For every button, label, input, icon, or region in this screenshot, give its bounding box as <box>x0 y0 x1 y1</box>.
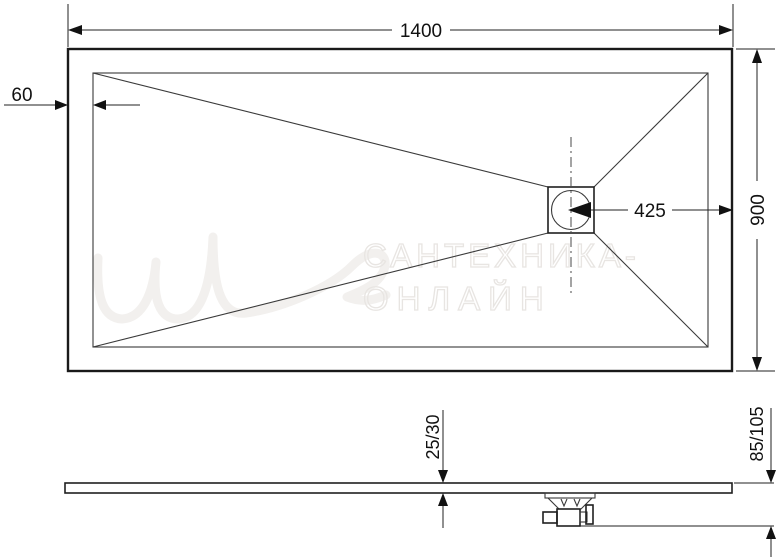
slope-line-bottom-right <box>593 232 709 348</box>
watermark-text-line2: ОНЛАЙН <box>363 280 552 317</box>
slope-line-top-left <box>92 72 549 188</box>
arrowhead-drain-center <box>568 202 591 218</box>
arrowhead-down <box>752 357 762 371</box>
arrowhead-right <box>719 25 733 35</box>
dimension-25-30-label: 25/30 <box>423 414 443 459</box>
dimension-425-label: 425 <box>634 201 666 222</box>
slope-line-bottom-left <box>92 232 549 348</box>
siphon-body <box>556 508 581 527</box>
arrowhead-edge <box>719 205 733 215</box>
siphon-outlet-pipe <box>579 511 588 523</box>
watermark: САНТЕХНИКА- ОНЛАЙН <box>93 232 637 324</box>
dimension-60: 60 <box>4 85 140 110</box>
dimension-60-label: 60 <box>11 85 32 106</box>
arrowhead-up <box>438 493 448 506</box>
drain-funnel-rib-left <box>560 498 568 508</box>
dimension-1400: 1400 <box>67 4 734 47</box>
watermark-script-logo <box>93 232 391 324</box>
siphon-left-nub <box>542 511 558 524</box>
arrowhead-right-pointing <box>55 100 68 110</box>
dimension-25-30: 25/30 <box>423 410 448 528</box>
drain-funnel <box>546 497 594 510</box>
arrowhead-left-pointing <box>93 100 106 110</box>
tray-outer-outline <box>66 47 734 373</box>
dimension-85-105: 85/105 <box>747 406 776 557</box>
arrowhead-left <box>68 25 82 35</box>
dimension-900: 900 <box>736 48 775 372</box>
slope-line-top-right <box>593 72 709 188</box>
siphon-outlet-flange <box>585 504 594 525</box>
drain-funnel-rib-right <box>573 498 581 508</box>
dimension-900-label: 900 <box>748 194 769 226</box>
dimension-1400-label: 1400 <box>400 21 442 42</box>
side-view <box>64 482 774 527</box>
dimension-85-105-label: 85/105 <box>747 406 767 461</box>
arrowhead-up <box>766 526 776 539</box>
arrowhead-down <box>438 470 448 483</box>
arrowhead-down <box>766 470 776 483</box>
tray-profile <box>64 482 733 494</box>
arrowhead-up <box>752 49 762 63</box>
dimension-425: 425 <box>568 201 733 222</box>
top-view <box>66 47 734 373</box>
